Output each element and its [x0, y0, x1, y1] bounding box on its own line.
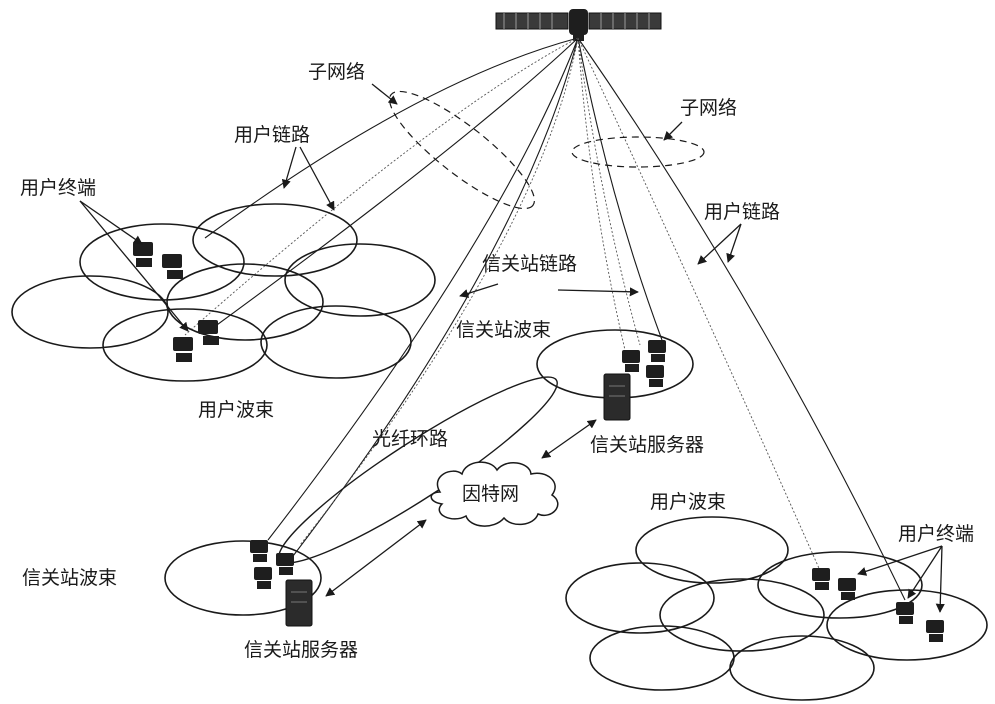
label-fiber-loop: 光纤环路: [372, 428, 448, 450]
user-terminal-icon: [926, 620, 944, 642]
user-terminal-icon: [162, 254, 183, 279]
user-terminal-icon: [812, 568, 830, 590]
label-internet: 因特网: [462, 483, 519, 505]
label-user-link-right: 用户链路: [704, 201, 780, 223]
gateway-beam-left: [164, 540, 322, 616]
annotation-arrows: [79, 83, 945, 613]
label-gateway-beam-left: 信关站波束: [22, 567, 117, 589]
label-gateway-server-bottom: 信关站服务器: [244, 639, 358, 661]
label-user-terminal-right: 用户终端: [898, 523, 974, 545]
label-gateway-link: 信关站链路: [482, 253, 577, 275]
label-gateway-beam-center: 信关站波束: [456, 319, 551, 341]
subnet-ellipse-left: [388, 90, 536, 210]
label-subnet-left: 子网络: [308, 61, 365, 83]
internet-arrow-to-gateway-server: [541, 419, 597, 459]
user-terminal-icon: [198, 320, 219, 345]
gateway-server-icon: [285, 579, 313, 627]
user-terminal-icon: [173, 337, 193, 362]
internet-cloud-icon: [430, 461, 559, 527]
label-user-beam-left: 用户波束: [198, 399, 274, 421]
user-terminal-icon: [838, 578, 856, 600]
user-terminal-icon: [648, 340, 666, 362]
user-terminal-icon: [254, 567, 272, 589]
user-terminal-icon: [133, 242, 153, 267]
user-beam-cluster-right: [565, 516, 988, 701]
subnet-ellipse-right: [571, 136, 705, 168]
user-terminal-icon: [896, 602, 914, 624]
label-user-link-left: 用户链路: [234, 124, 310, 146]
label-user-terminal-left: 用户终端: [20, 177, 96, 199]
user-beam-cluster-left: [11, 203, 436, 382]
satellite-links: [184, 37, 906, 601]
user-terminal-icon: [250, 540, 268, 562]
label-user-beam-right: 用户波束: [650, 491, 726, 513]
label-gateway-server-center: 信关站服务器: [590, 434, 704, 456]
user-terminal-icon: [276, 553, 294, 575]
user-terminal-icon: [646, 365, 664, 387]
gateway-server-icon: [603, 373, 631, 421]
satellite-icon: [495, 9, 662, 41]
internet-arrow-to-gateway-bottom: [325, 519, 427, 597]
label-subnet-right: 子网络: [680, 97, 737, 119]
user-terminal-icon: [622, 350, 640, 372]
